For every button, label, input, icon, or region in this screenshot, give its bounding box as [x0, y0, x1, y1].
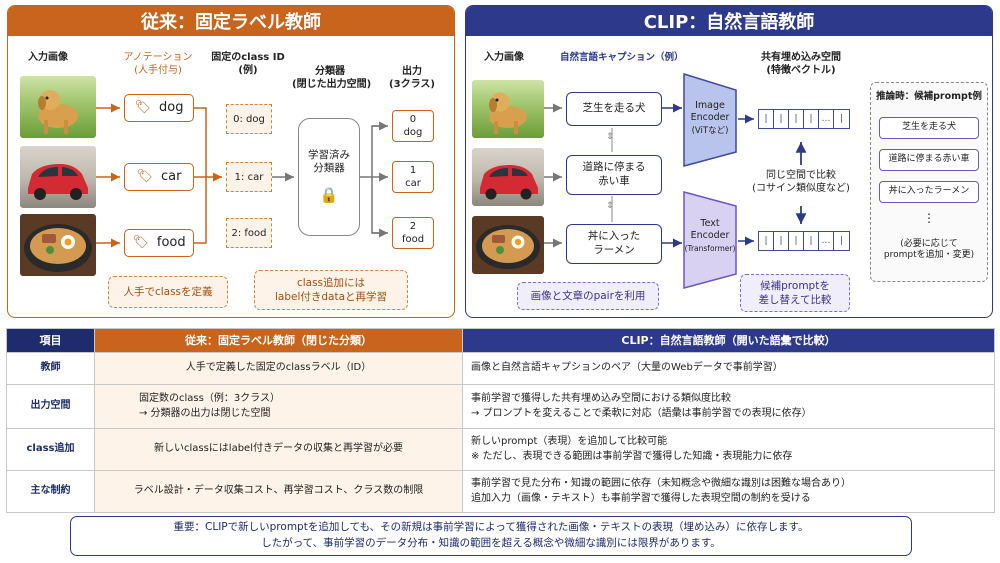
prompt-1: 道路に停まる赤い車: [879, 149, 979, 171]
right-note-swap: 候補promptを 差し替えて比較: [740, 274, 850, 312]
image-feature-vector: ||||…|: [758, 109, 850, 129]
table-row-right: 事前学習で見た分布・知識の範囲に依存（未知概念や微細な識別は困難な場合あり） 追…: [462, 470, 995, 513]
table-row-item: 出力空間: [6, 384, 95, 429]
dog-photo-right: [472, 80, 544, 138]
prompt-note: (必要に応じて promptを追加・変更): [883, 239, 975, 261]
class-id-1: 1: car: [226, 162, 272, 192]
classifier-box: 学習済み 分類器 🔒: [298, 118, 360, 236]
table-row-item: 教師: [6, 352, 95, 385]
table-row-left: ラベル設計・データ収集コスト、再学習コスト、クラス数の制限: [94, 470, 463, 513]
important-note-line2: したがって、事前学習のデータ分布・知識の範囲を超える概念や微細な識別には限界があ…: [261, 537, 721, 549]
caption-ramen: 丼に入った ラーメン: [566, 224, 662, 264]
class-id-0: 0: dog: [226, 104, 272, 134]
text-feature-vector: ||||…|: [758, 231, 850, 251]
inference-title: 推論時：候補prompt例: [876, 91, 982, 102]
left-col-annot-header: アノテーション (人手付与): [123, 52, 193, 76]
right-col-embed-header: 共有埋め込み空間 (特徴ベクトル): [761, 52, 841, 76]
right-col-caption-header: 自然言語キャプション（例）: [560, 52, 684, 63]
table-row-right: 画像と自然言語キャプションのペア（大量のWebデータで事前学習）: [462, 352, 995, 385]
double-arrow-icon: ⇕: [606, 132, 614, 142]
class-id-2: 2: food: [226, 218, 272, 248]
text-encoder-sub: (Transformer): [684, 244, 736, 253]
table-header-right: CLIP：自然言語教師（開いた語彙で比較）: [462, 328, 995, 353]
car-photo: [20, 146, 96, 208]
table-row-item: 主な制約: [6, 470, 95, 513]
left-col-input-header: 入力画像: [28, 52, 68, 63]
table-row-left: 新しいclassにはlabel付きデータの収集と再学習が必要: [94, 428, 463, 471]
image-encoder-sub: (ViTなど): [691, 126, 729, 136]
tag-icon: 🏷: [136, 168, 154, 184]
car-photo-right: [472, 148, 544, 206]
left-panel-title: 従来：固定ラベル教師: [8, 6, 454, 36]
lock-icon: 🔒: [319, 185, 339, 204]
table-row-right: 新しいprompt（表現）を追加して比較可能 ※ ただし、表現できる範囲は事前学…: [462, 428, 995, 471]
prompt-0: 芝生を走る犬: [879, 117, 979, 139]
tag-food: 🏷food: [124, 229, 194, 257]
comparison-table: 項目 従来：固定ラベル教師（閉じた分類） CLIP：自然言語教師（開いた語彙で比…: [6, 328, 995, 513]
output-1: 1 car: [392, 161, 434, 193]
output-0: 0 dog: [392, 110, 434, 142]
caption-car: 道路に停まる 赤い車: [566, 155, 662, 195]
prompt-2: 丼に入ったラーメン: [879, 181, 979, 203]
image-encoder-label: Image Encoder: [690, 100, 730, 123]
connector-lines: [96, 72, 807, 289]
left-note-retrain: class追加には label付きdataと再学習: [254, 270, 408, 310]
table-row-left: 固定数のclass（例：3クラス） → 分類器の出力は閉じた空間: [94, 384, 463, 429]
right-panel-title: CLIP：自然言語教師: [466, 6, 992, 36]
double-arrow-icon: ⇕: [606, 201, 614, 211]
dog-photo: [20, 76, 96, 138]
caption-dog: 芝生を走る犬: [566, 92, 662, 126]
output-2: 2 food: [392, 217, 434, 249]
tag-icon: 🏷: [134, 99, 152, 115]
inference-panel: 推論時：候補prompt例 芝生を走る犬 道路に停まる赤い車 丼に入ったラーメン…: [870, 82, 988, 282]
table-row-item: class追加: [6, 428, 95, 471]
left-col-output-header: 出力 (3クラス): [389, 66, 435, 90]
left-col-classid-header: 固定のclass ID (例): [211, 52, 285, 76]
ramen-photo: [20, 214, 96, 276]
ramen-photo-right: [472, 216, 544, 274]
table-header-left: 従来：固定ラベル教師（閉じた分類）: [94, 328, 463, 353]
left-col-classifier-header: 分類器 (閉じた出力空間): [292, 66, 372, 90]
table-row-right: 事前学習で獲得した共有埋め込み空間における類似度比較 → プロンプトを変えること…: [462, 384, 995, 429]
tag-icon: 🏷: [132, 234, 149, 250]
table-row-left: 人手で定義した固定のclassラベル（ID）: [94, 352, 463, 385]
right-col-input-header: 入力画像: [484, 52, 524, 63]
text-encoder-shape: [683, 191, 737, 289]
tag-car: 🏷car: [124, 163, 194, 191]
prompt-more: ⋮: [923, 211, 935, 225]
left-note-define: 人手でclassを定義: [108, 276, 228, 308]
text-encoder-label: Text Encoder: [690, 218, 730, 241]
tag-dog: 🏷dog: [124, 94, 194, 122]
compare-label: 同じ空間で比較 (コサイン類似度など): [752, 170, 850, 194]
table-header-item: 項目: [6, 328, 95, 353]
image-encoder-shape: [683, 72, 737, 167]
right-note-pair: 画像と文章のpairを利用: [517, 282, 659, 310]
important-note-line1: 重要：CLIPで新しいpromptを追加しても、その新規は事前学習によって獲得さ…: [173, 521, 809, 534]
important-note: 重要：CLIPで新しいpromptを追加しても、その新規は事前学習によって獲得さ…: [70, 516, 912, 556]
